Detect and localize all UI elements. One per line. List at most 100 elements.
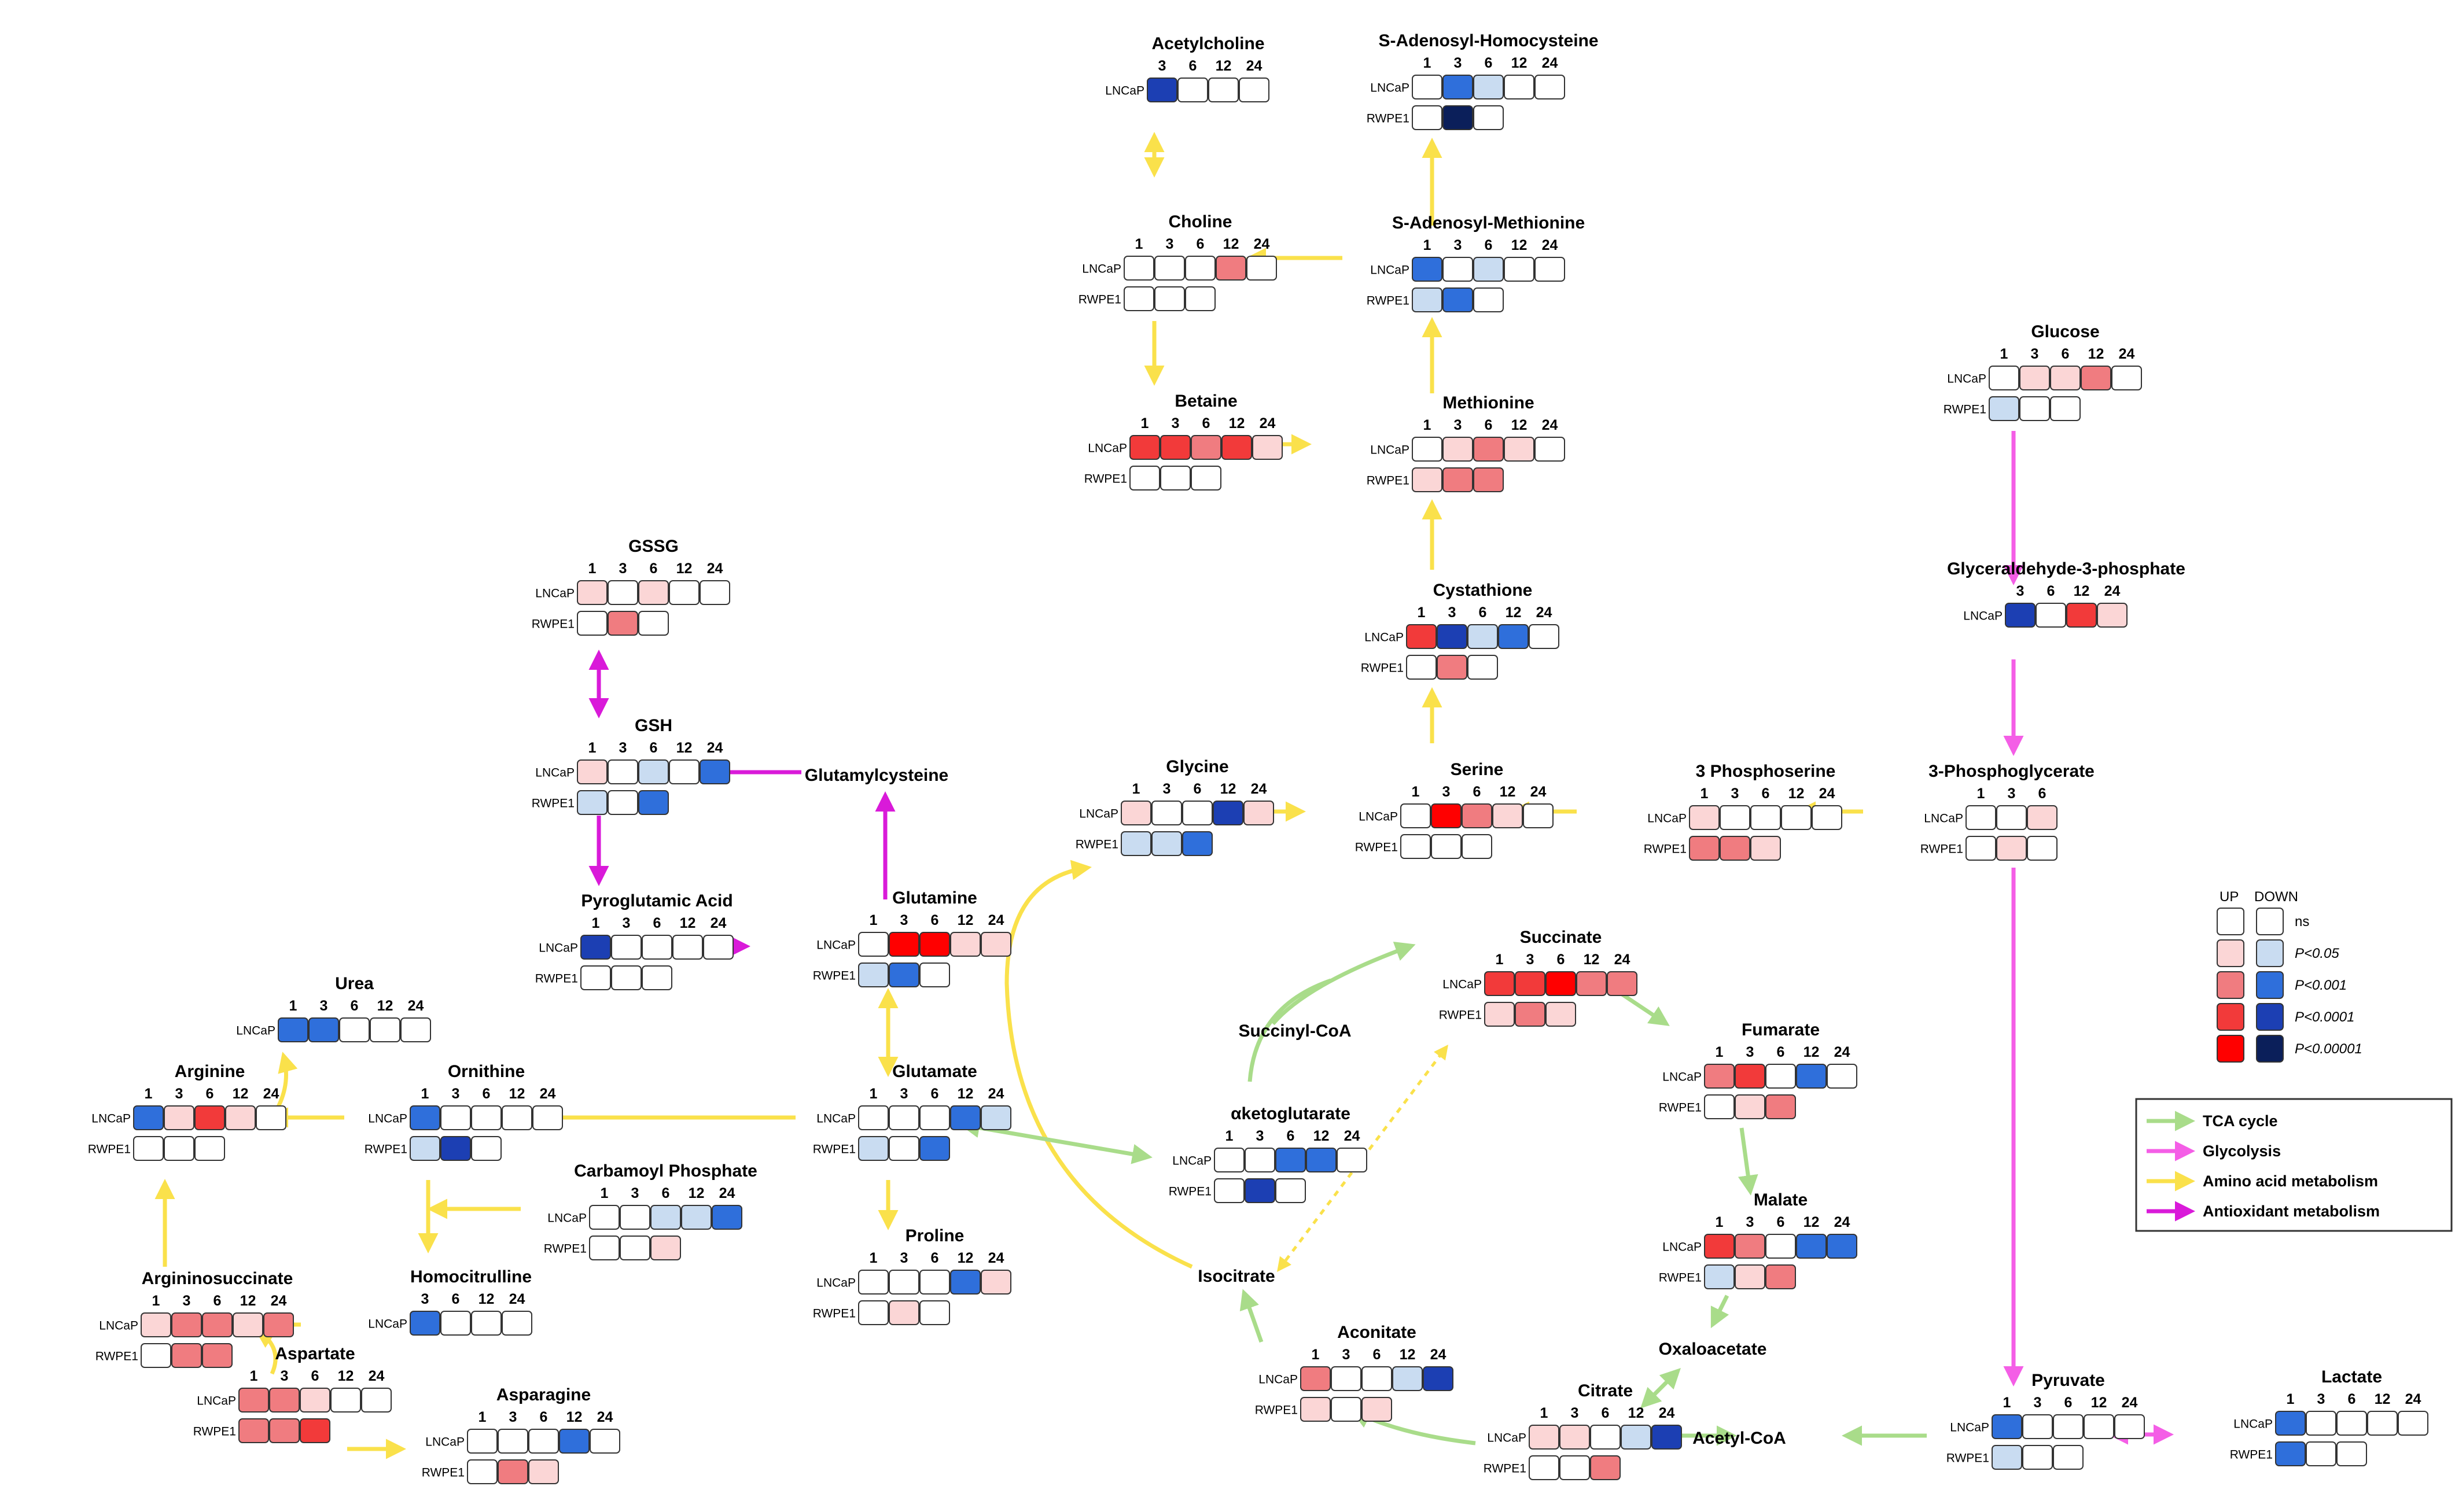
heatmap-cell — [1412, 437, 1442, 462]
timepoint-label: 12 — [1511, 237, 1528, 253]
cell-line-label: LNCaP — [1082, 263, 1121, 276]
legend-pathway-label: Amino acid metabolism — [2203, 1172, 2378, 1190]
acetylcoa-label: Acetyl-CoA — [1692, 1429, 1786, 1448]
heatmap-cell — [669, 759, 700, 784]
timepoint-label: 12 — [1220, 781, 1236, 797]
cell-line-label: RWPE1 — [1944, 403, 1986, 416]
heatmap-cell — [300, 1388, 330, 1413]
heatmap-cell — [1412, 75, 1442, 99]
timepoint-label: 6 — [1479, 604, 1487, 621]
heatmap-cell — [1154, 256, 1185, 281]
timepoint-label: 12 — [1216, 58, 1232, 74]
legend-pathway-label: Glycolysis — [2203, 1142, 2281, 1160]
timepoint-label: 3 — [183, 1293, 191, 1309]
heatmap-cell — [669, 580, 700, 605]
heatmap-cell — [858, 1136, 889, 1161]
heatmap-cell — [1442, 257, 1473, 282]
cell-line-label: RWPE1 — [813, 1307, 856, 1321]
heatmap-cell — [1412, 287, 1442, 312]
heatmap-cell — [1243, 801, 1274, 825]
heatmap-cell — [1827, 1064, 1857, 1089]
heatmap-cell — [1704, 1094, 1735, 1119]
cell-line-label: RWPE1 — [1946, 1452, 1989, 1465]
heatmap-cell — [1361, 1397, 1392, 1422]
heatmap-cell — [608, 759, 638, 784]
timepoint-label: 1 — [588, 740, 597, 756]
legend-down-swatch — [2256, 971, 2284, 999]
heatmap-cell — [1121, 801, 1151, 825]
cell-line-label: RWPE1 — [1084, 473, 1127, 486]
heatmap-cell — [502, 1105, 532, 1130]
legend-down-swatch — [2256, 939, 2284, 967]
timepoint-label: 3 — [2008, 785, 2016, 802]
heatmap-cell — [1245, 1178, 1275, 1203]
heatmap-cell — [1827, 1234, 1857, 1259]
heatmap-cell — [1735, 1234, 1765, 1259]
heatmap-cell — [1392, 1366, 1423, 1391]
timepoint-label: 12 — [1803, 1044, 1820, 1060]
timepoint-label: 24 — [509, 1291, 525, 1307]
heatmap-cell — [672, 935, 703, 960]
heatmap-cell — [467, 1459, 498, 1484]
heatmap-cell — [1467, 624, 1498, 649]
timepoint-label: 3 — [1731, 785, 1739, 802]
heatmap-cell — [580, 935, 611, 960]
heatmap-cell — [1534, 75, 1565, 99]
heatmap-cell — [1996, 836, 2027, 861]
timepoint-label: 1 — [1540, 1405, 1548, 1421]
heatmap-cell — [498, 1459, 528, 1484]
heatmap-cell — [1473, 105, 1504, 130]
metabolite-name: Cystathione — [1433, 581, 1533, 600]
heatmap-cell — [2398, 1411, 2428, 1436]
heatmap-cell — [1590, 1455, 1621, 1480]
timepoint-label: 24 — [707, 560, 723, 577]
heatmap-cell — [620, 1236, 650, 1260]
heatmap-cell — [133, 1105, 164, 1130]
cell-line-label: RWPE1 — [2230, 1448, 2273, 1462]
cell-line-label: LNCaP — [1662, 1071, 1702, 1084]
heatmap-cell — [589, 1236, 620, 1260]
cell-line-label: RWPE1 — [88, 1143, 131, 1156]
timepoint-label: 12 — [1506, 604, 1522, 621]
heatmap-cell — [133, 1136, 164, 1161]
timepoint-label: 1 — [479, 1409, 487, 1425]
heatmap-cell — [194, 1136, 225, 1161]
cell-line-label: RWPE1 — [1920, 843, 1963, 856]
heatmap-cell — [1515, 971, 1545, 996]
metabolite-name: αketoglutarate — [1231, 1104, 1350, 1123]
heatmap-cell — [981, 932, 1011, 957]
timepoint-label: 24 — [1344, 1128, 1360, 1144]
heatmap-cell — [642, 965, 672, 990]
cell-line-label: LNCaP — [425, 1436, 465, 1449]
heatmap-cell — [1765, 1264, 1796, 1289]
heatmap-cell — [1992, 1414, 2022, 1439]
heatmap-cell — [370, 1017, 400, 1042]
cell-line-label: LNCaP — [1172, 1155, 1212, 1168]
timepoint-label: 6 — [1189, 58, 1197, 74]
heatmap-cell — [1607, 971, 1637, 996]
heatmap-cell — [2022, 1414, 2053, 1439]
timepoint-label: 12 — [240, 1293, 256, 1309]
heatmap-cell — [1431, 834, 1462, 859]
heatmap-cell — [608, 611, 638, 636]
cell-line-label: RWPE1 — [1255, 1404, 1298, 1417]
cell-line-label: LNCaP — [535, 766, 575, 780]
heatmap-cell — [1689, 805, 1720, 830]
timepoint-label: 1 — [1141, 415, 1149, 432]
timepoint-label: 3 — [281, 1368, 289, 1384]
heatmap-cell — [1182, 831, 1213, 856]
timepoint-label: 24 — [1542, 417, 1558, 433]
timepoint-label: 6 — [931, 1086, 939, 1102]
fumarate-to-malate-arrow — [1738, 1127, 1758, 1196]
metabolite-name: Asparagine — [496, 1385, 591, 1404]
heatmap-cell — [1473, 467, 1504, 492]
